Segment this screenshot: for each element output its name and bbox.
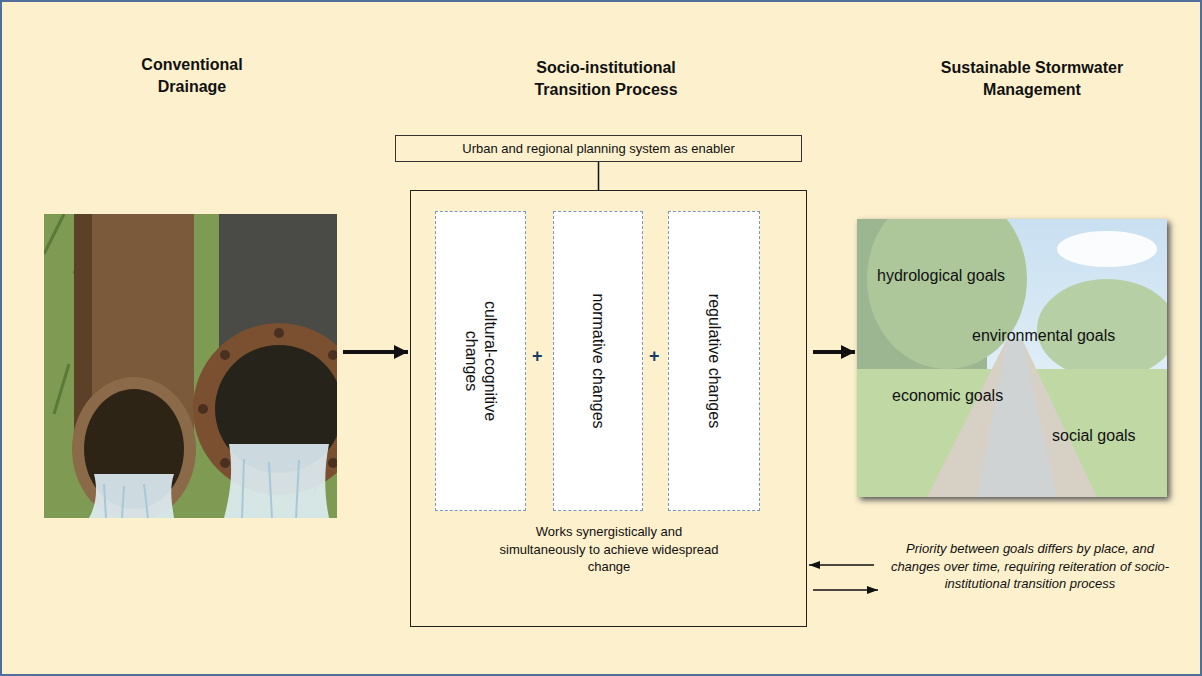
flow-arrow xyxy=(813,350,855,354)
flow-arrow xyxy=(813,589,878,591)
change-label: cultural-cognitive changes xyxy=(461,286,499,436)
column-heading: Socio-institutional Transition Process xyxy=(506,57,706,100)
connector-line xyxy=(598,162,600,190)
flow-arrow xyxy=(343,350,408,354)
note-box: Priority between goals differs by place,… xyxy=(880,538,1180,626)
change-box: normative changes xyxy=(553,211,643,511)
box-label: Works synergistically and simultaneously… xyxy=(499,523,719,576)
change-box: regulative changes xyxy=(668,211,760,511)
flow-arrow xyxy=(809,564,874,566)
goal-label: environmental goals xyxy=(972,327,1115,345)
goal-label: economic goals xyxy=(892,387,1003,405)
column-heading: Sustainable Stormwater Management xyxy=(912,57,1152,100)
process-box: Works synergistically and simultaneously… xyxy=(410,190,807,627)
green-street-illustration xyxy=(857,219,1167,497)
illustration-panel: Conventional Drainage xyxy=(44,214,337,518)
note-text: Priority between goals differs by place,… xyxy=(884,540,1176,593)
plus-sign: + xyxy=(649,346,660,367)
goal-label: hydrological goals xyxy=(877,267,1005,285)
enabler-box: Urban and regional planning system as en… xyxy=(395,135,802,162)
goal-label: social goals xyxy=(1052,427,1136,445)
change-box: cultural-cognitive changes xyxy=(435,211,526,511)
change-label: normative changes xyxy=(588,276,607,446)
plus-sign: + xyxy=(532,346,543,367)
change-label: regulative changes xyxy=(704,276,723,446)
illustration-panel: Sustainable Stormwater Managementhydrolo… xyxy=(857,219,1167,497)
column-heading: Conventional Drainage xyxy=(117,54,267,97)
box-label: Urban and regional planning system as en… xyxy=(396,141,801,158)
pipes-illustration xyxy=(44,214,337,518)
